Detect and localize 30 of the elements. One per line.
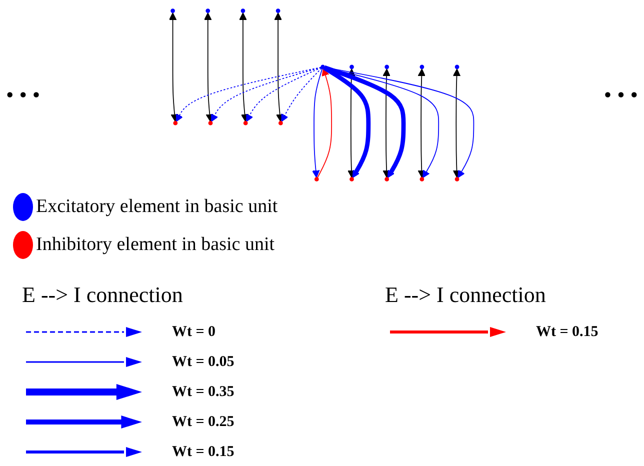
arrow (210, 66, 322, 122)
arrow (176, 66, 322, 122)
arrow (324, 66, 474, 178)
arrow (312, 68, 322, 178)
legend-text: Wt = 0.15 (172, 444, 234, 460)
legend-heading: E --> I connection (22, 282, 183, 308)
legend-text: Wt = 0.35 (172, 384, 234, 400)
arrow (274, 12, 284, 122)
arrow (316, 68, 332, 178)
legend-text: Wt = 0.15 (536, 324, 598, 340)
arrow (246, 67, 322, 122)
arrow (452, 68, 460, 178)
arrow (322, 66, 370, 178)
arrow (324, 66, 439, 178)
arrow (204, 12, 214, 122)
arrow (382, 68, 390, 178)
arrow (417, 68, 426, 178)
arrow (168, 12, 178, 122)
legend-text: Wt = 0 (172, 324, 216, 340)
ellipsis-dots: • • • (602, 82, 639, 108)
arrow (347, 68, 355, 178)
ellipsis-dots: • • • (5, 82, 42, 108)
legend-heading: E --> I connection (385, 282, 546, 308)
legend-text: Excitatory element in basic unit (36, 196, 278, 218)
arrow (238, 12, 248, 122)
arrow (323, 65, 406, 178)
legend-text: Inhibitory element in basic unit (36, 234, 275, 256)
arrow (280, 68, 322, 122)
legend-text: Wt = 0.25 (172, 414, 234, 430)
legend-text: Wt = 0.05 (172, 354, 234, 370)
